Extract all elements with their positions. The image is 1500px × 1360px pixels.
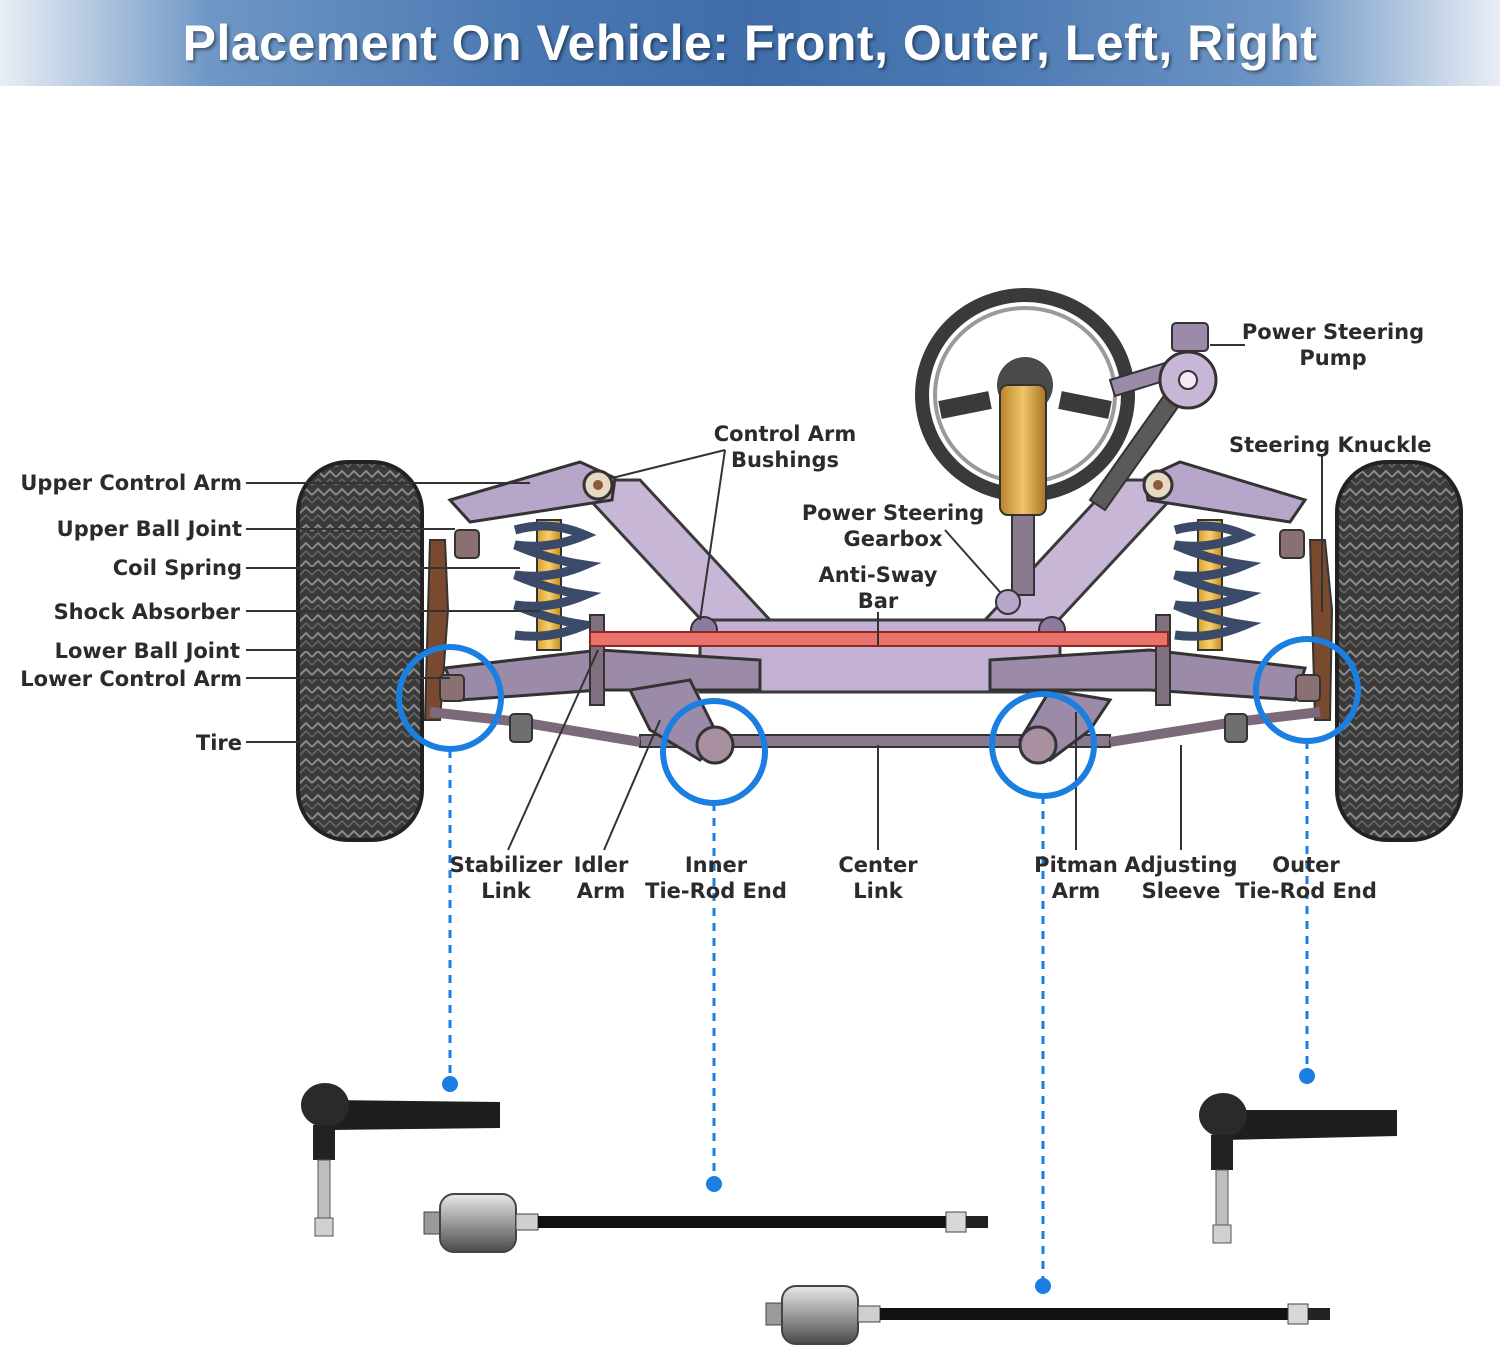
- label-lower-control-arm: Lower Control Arm: [20, 667, 242, 691]
- left-upper-control-arm: [447, 460, 617, 524]
- label-control-arm-bushings: Control Arm Bushings: [713, 422, 857, 472]
- label-pitman-arm: Pitman Arm: [1034, 853, 1118, 903]
- right-tie-rod: [1109, 707, 1321, 747]
- label-upper-ball-joint: Upper Ball Joint: [56, 517, 242, 541]
- left-lower-ball-joint: [439, 674, 465, 702]
- label-stabilizer-link: Stabilizer Link: [449, 853, 563, 903]
- outer-tie-rod-end-left: [301, 1083, 500, 1237]
- left-stabilizer-link: [589, 614, 605, 706]
- left-coil-spring: [513, 519, 602, 651]
- left-upper-ball-joint: [454, 529, 480, 559]
- inner-tie-rod-left: [423, 1193, 988, 1253]
- highlight-outer-left: [396, 644, 504, 752]
- label-power-steering-gearbox: Power Steering Gearbox: [801, 501, 985, 551]
- dashed-connectors: [448, 741, 1309, 1282]
- steering-column: [999, 384, 1047, 516]
- label-coil-spring: Coil Spring: [112, 556, 242, 580]
- label-shock-absorber: Shock Absorber: [53, 600, 240, 624]
- outer-tie-rod-end-right: [1199, 1093, 1397, 1244]
- right-stabilizer-link: [1155, 614, 1171, 706]
- right-lower-ball-joint: [1295, 674, 1321, 702]
- label-upper-control-arm: Upper Control Arm: [20, 471, 242, 495]
- left-tie-rod: [429, 707, 641, 747]
- connector-dots: [442, 1068, 1315, 1294]
- label-tire: Tire: [195, 731, 242, 755]
- label-center-link: Center Link: [838, 853, 918, 903]
- power-steering-pump: [1088, 322, 1218, 512]
- label-adjusting-sleeve: Adjusting Sleeve: [1124, 853, 1238, 903]
- label-inner-tie-rod-end: Inner Tie-Rod End: [645, 853, 787, 903]
- label-outer-tie-rod-end: Outer Tie-Rod End: [1235, 853, 1377, 903]
- label-idler-arm: Idler Arm: [573, 853, 629, 903]
- inner-tie-rod-right: [765, 1285, 1330, 1345]
- label-power-steering-pump: Power Steering Pump: [1241, 320, 1425, 370]
- label-steering-knuckle: Steering Knuckle: [1229, 433, 1432, 457]
- label-lower-ball-joint: Lower Ball Joint: [54, 639, 240, 663]
- leader-lines: [246, 344, 1323, 851]
- right-upper-ball-joint: [1279, 529, 1305, 559]
- right-coil-spring: [1173, 519, 1262, 651]
- right-tire: [1335, 460, 1463, 842]
- power-steering-gearbox: [995, 589, 1021, 615]
- header-banner: Placement On Vehicle: Front, Outer, Left…: [0, 0, 1500, 86]
- right-lower-control-arm: [988, 648, 1307, 702]
- page-title: Placement On Vehicle: Front, Outer, Left…: [182, 15, 1318, 71]
- label-anti-sway-bar: Anti-Sway Bar: [818, 563, 938, 613]
